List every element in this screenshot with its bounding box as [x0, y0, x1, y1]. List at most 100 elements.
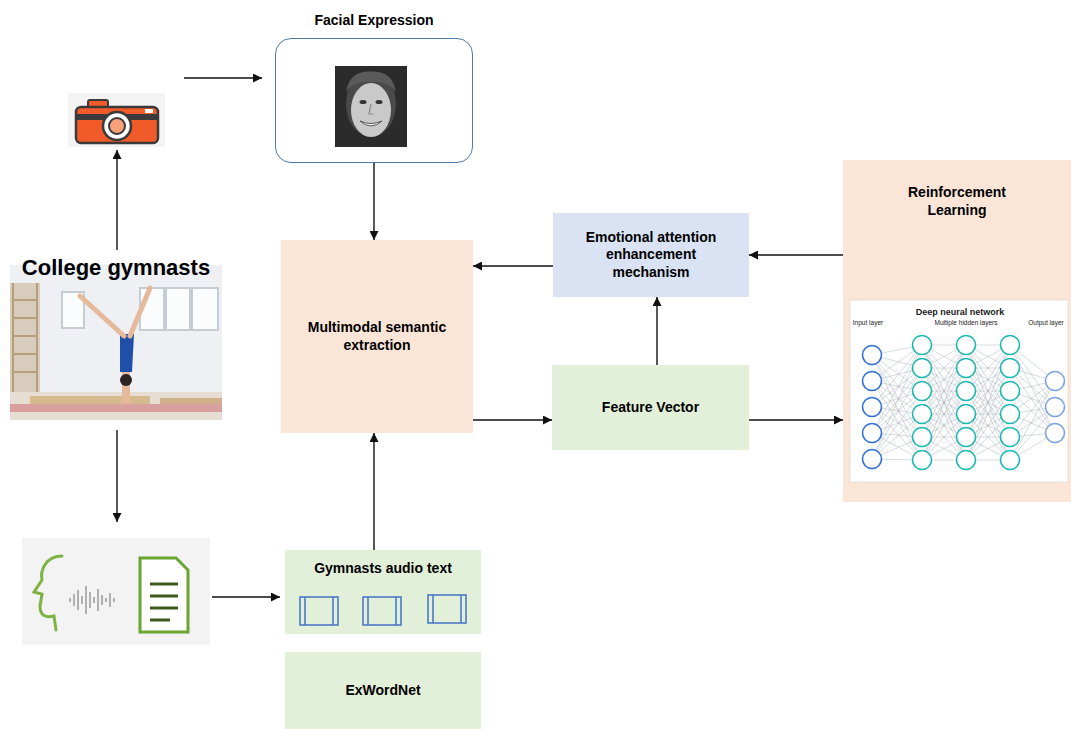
- node-text: ExWordNet: [345, 682, 420, 700]
- network-link: [872, 381, 922, 437]
- flow-arrow: [656, 297, 657, 365]
- node-text: Emotional attention enhancement mechanis…: [566, 229, 736, 282]
- network-link: [966, 345, 1010, 346]
- network-link: [966, 414, 1010, 460]
- network-link: [922, 368, 966, 460]
- network-neuron: [913, 451, 932, 470]
- gymnast-photo-part-part: [13, 317, 37, 319]
- node-text: Feature Vector: [602, 399, 699, 417]
- neural-network-picture: [850, 300, 1068, 482]
- network-link: [966, 345, 1010, 460]
- network-link: [872, 345, 922, 381]
- network-link: [966, 414, 1010, 460]
- network-link: [922, 345, 966, 437]
- network-neuron: [957, 382, 976, 401]
- face-photo-part: [351, 83, 391, 137]
- gymnast-photo-part: [30, 396, 150, 404]
- network-link: [1010, 381, 1055, 414]
- network-link: [922, 391, 966, 437]
- gymnast-photo-part: [10, 265, 222, 420]
- network-link: [922, 391, 966, 414]
- network-link: [922, 345, 966, 414]
- network-link: [872, 391, 922, 433]
- network-link: [1010, 407, 1055, 414]
- speech-to-text-icon-part-part: [109, 593, 111, 607]
- network-link: [966, 391, 1010, 414]
- speech-to-text-icon-part-part: [69, 598, 71, 602]
- network-link: [966, 368, 1010, 391]
- network-link: [872, 368, 922, 459]
- gymnast-photo-part: [130, 288, 150, 336]
- network-link: [1010, 381, 1055, 391]
- network-link: [922, 345, 966, 460]
- network-neuron: [1001, 382, 1020, 401]
- network-link: [966, 368, 1010, 414]
- network-link: [922, 414, 966, 460]
- node-text: Multimodal semantic extraction: [297, 319, 457, 354]
- network-link: [922, 345, 966, 391]
- image-panel: Facial Expression: [275, 8, 473, 163]
- network-neuron: [957, 428, 976, 447]
- face-photo-part: [376, 100, 383, 104]
- face-photo-part: [369, 104, 373, 114]
- network-link: [966, 391, 1010, 460]
- network-link: [922, 391, 966, 414]
- network-link: [872, 407, 922, 437]
- network-link: [1010, 414, 1055, 433]
- network-link: [922, 345, 966, 414]
- network-link: [966, 368, 1010, 460]
- network-neurons: [863, 336, 1065, 470]
- network-link: [922, 414, 966, 415]
- speech-to-text-icon-part-part: [93, 597, 95, 603]
- face-photo-part: [346, 72, 396, 92]
- network-neuron: [957, 359, 976, 378]
- network-link: [966, 414, 1010, 437]
- network-link: [872, 368, 922, 433]
- network-neuron: [913, 428, 932, 447]
- network-neuron: [863, 424, 882, 443]
- network-neuron: [913, 382, 932, 401]
- network-neuron: [1046, 398, 1065, 417]
- network-neuron: [1001, 359, 1020, 378]
- speech-to-text-icon-part-part: [85, 586, 87, 614]
- rounded-frame: [275, 38, 473, 163]
- film-icons: [300, 595, 466, 625]
- camera-icon-part: [145, 109, 153, 113]
- network-link: [922, 437, 966, 460]
- camera-icon: [68, 93, 165, 147]
- network-link: [1010, 433, 1055, 460]
- network-neuron: [863, 398, 882, 417]
- network-link: [966, 368, 1010, 414]
- face-photo-part: [360, 121, 382, 126]
- network-neuron: [863, 346, 882, 365]
- gymnast-photo-part: [10, 392, 222, 420]
- network-link: [966, 437, 1010, 438]
- network-link: [872, 381, 922, 391]
- gymnast-photo-part: [10, 283, 40, 393]
- layout-wires-part: [212, 596, 280, 597]
- gymnast-photo-part: [160, 398, 222, 404]
- network-link: [922, 368, 966, 391]
- process-box: Gymnasts audio text: [285, 550, 481, 634]
- speech-to-text-icon-part-part: [150, 595, 178, 598]
- network-link: [1010, 368, 1055, 381]
- network-link: [1010, 345, 1055, 407]
- network-link: [922, 345, 966, 391]
- neural-network-picture-part: [850, 300, 1068, 482]
- network-link: [1010, 345, 1055, 433]
- network-link: [966, 368, 1010, 437]
- network-neuron: [863, 450, 882, 469]
- gymnast-photo-part-part: [13, 353, 37, 355]
- gymnast-photo-part: [10, 404, 222, 412]
- process-box: Multimodal semantic extraction: [281, 240, 473, 433]
- gymnast-photo-part: [120, 334, 134, 372]
- network-link: [922, 368, 966, 391]
- gymnast-photo: [10, 265, 222, 420]
- network-link: [966, 368, 1010, 460]
- gymnast-photo-part-part: [13, 335, 37, 337]
- face-photo-part: [360, 100, 367, 104]
- camera-icon-part: [68, 93, 165, 147]
- network-link: [922, 345, 966, 368]
- network-link: [872, 433, 922, 460]
